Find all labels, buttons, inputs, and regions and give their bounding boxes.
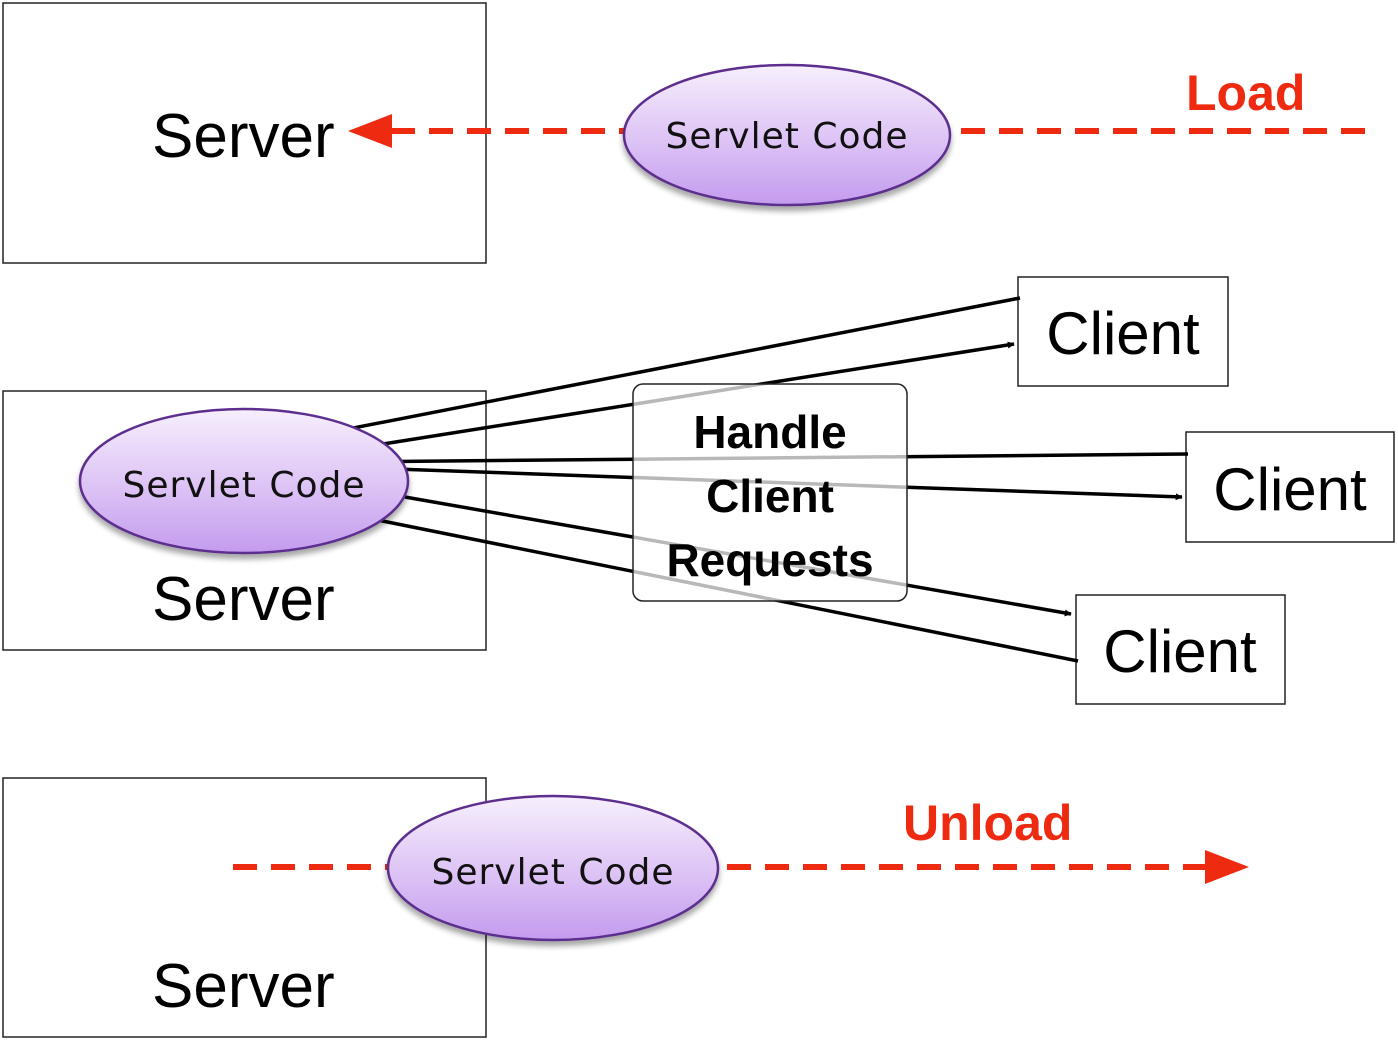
server-box-unload	[2, 777, 487, 1038]
handle-label-line-1: Handle	[693, 406, 846, 458]
servlet-code-ellipse-unload	[386, 794, 720, 942]
servlet-code-label-handle: Servlet Code	[123, 465, 366, 506]
load-arrowhead	[348, 114, 392, 148]
client-label-3: Client	[1103, 618, 1257, 685]
servlet-code-label-unload: Servlet Code	[432, 852, 675, 893]
request-from-client-1	[301, 296, 1021, 441]
unload-phase-label: Unload	[903, 795, 1072, 851]
client-box-2	[1185, 431, 1395, 543]
handle-label-line-3: Requests	[666, 534, 873, 586]
server-label-unload: Server	[152, 952, 335, 1021]
handle-requests-box	[632, 383, 908, 602]
load-stage: Server Servlet Code Load	[2, 2, 1365, 264]
servlet-code-ellipse-handle	[78, 407, 410, 555]
client-label-1: Client	[1046, 300, 1200, 367]
handle-label-line-2: Client	[706, 470, 834, 522]
handle-stage: Client Client Client Servlet Code Server…	[2, 276, 1395, 705]
client-box-1	[1017, 276, 1229, 387]
server-label-handle: Server	[152, 565, 335, 634]
servlet-code-ellipse-load	[622, 63, 952, 207]
servlet-code-label-load: Servlet Code	[666, 116, 909, 157]
client-label-2: Client	[1213, 456, 1367, 523]
unload-arrowhead	[1205, 850, 1249, 884]
client-box-3	[1075, 594, 1286, 705]
unload-stage: Server Servlet Code Unload	[2, 777, 1249, 1038]
server-label-load: Server	[152, 102, 335, 171]
load-phase-label: Load	[1186, 65, 1305, 121]
